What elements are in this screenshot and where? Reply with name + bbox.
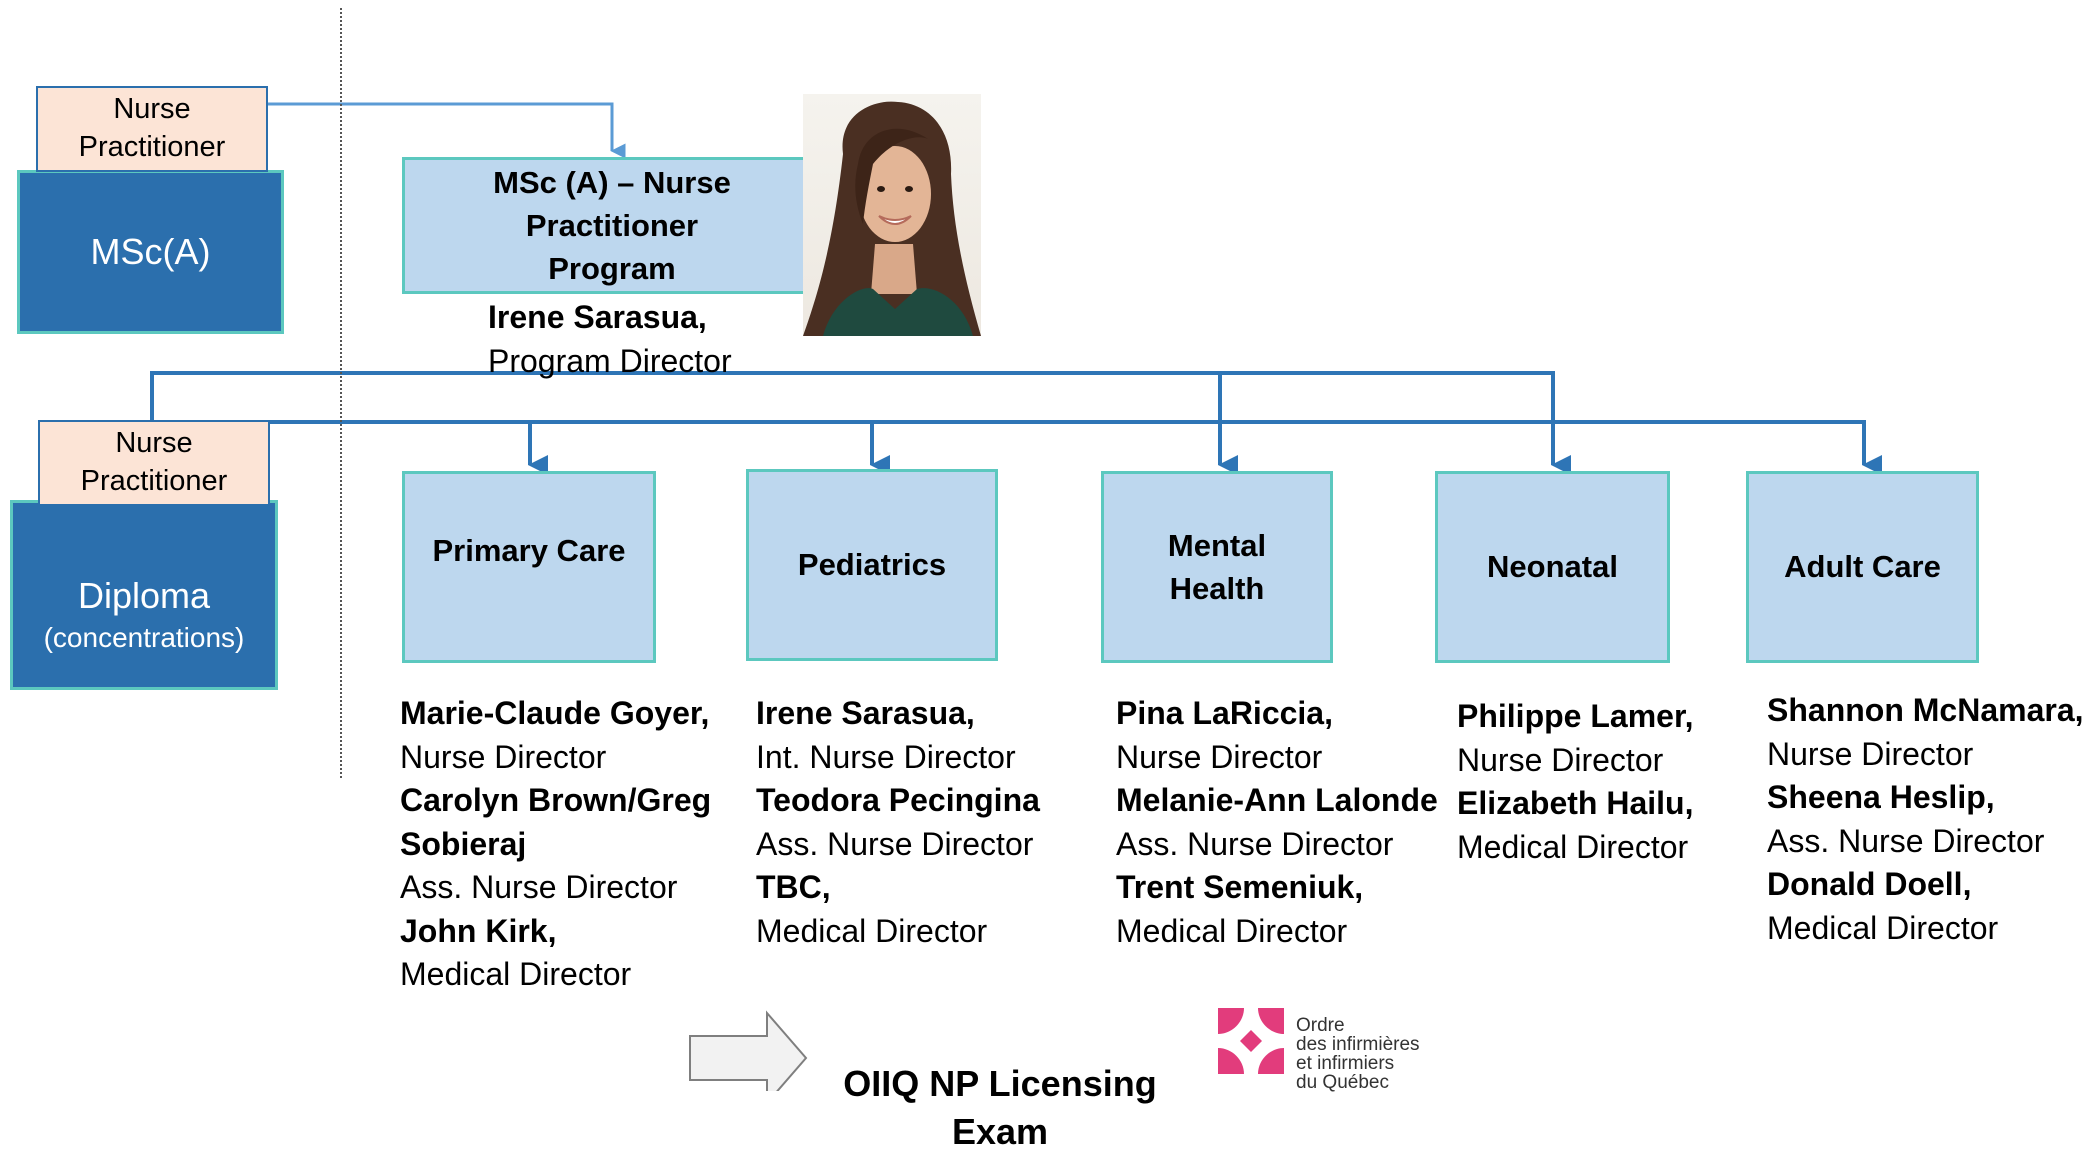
- concentration-label: Neonatal: [1487, 549, 1618, 585]
- msc-tab: Nurse Practitioner: [36, 86, 268, 172]
- staff-role: Nurse Director: [400, 738, 607, 775]
- staff-name: Irene Sarasua,: [756, 695, 975, 731]
- staff-role: Medical Director: [400, 956, 632, 992]
- diploma-box: Diploma (concentrations): [10, 500, 278, 690]
- staff-name: Pina LaRiccia,: [1116, 695, 1333, 731]
- staff-list-adult-care: Shannon McNamara, Nurse Director Sheena …: [1767, 689, 2084, 950]
- staff-role: Nurse Director: [1116, 738, 1323, 775]
- diploma-tab: Nurse Practitioner: [38, 420, 270, 506]
- staff-role: Medical Director: [1767, 909, 1999, 946]
- upper-bus-connector: [150, 371, 1555, 420]
- director-photo: [803, 94, 981, 336]
- diploma-box-label: Diploma: [77, 574, 211, 616]
- oiiq-logo: Ordre des infirmières et infirmiers du Q…: [1218, 1008, 1458, 1093]
- diploma-tab-label: Nurse Practitioner: [80, 427, 228, 497]
- staff-role: Nurse Director: [1767, 735, 1974, 772]
- staff-role: Ass. Nurse Director: [756, 825, 1034, 862]
- director-portrait-image: [803, 101, 981, 336]
- staff-name: Teodora Pecingina: [756, 782, 1040, 818]
- concentration-label: Primary Care: [432, 533, 626, 568]
- program-director-name: Irene Sarasua,: [488, 299, 707, 335]
- program-director: Irene Sarasua, Program Director: [488, 296, 732, 383]
- concentration-box-pediatrics: Pediatrics: [746, 469, 998, 661]
- staff-name: Trent Semeniuk,: [1116, 869, 1364, 905]
- concentration-box-neonatal: Neonatal: [1435, 471, 1670, 663]
- concentration-box-mental-health: Mental Health: [1101, 471, 1333, 663]
- staff-name: Shannon McNamara,: [1767, 692, 2084, 728]
- concentration-label: Pediatrics: [797, 547, 947, 583]
- concentration-label: Adult Care: [1784, 549, 1941, 585]
- staff-role: Int. Nurse Director: [756, 738, 1016, 775]
- msc-box-label: MSc(A): [90, 231, 211, 273]
- staff-name: John Kirk,: [400, 912, 557, 949]
- staff-list-neonatal: Philippe Lamer, Nurse Director Elizabeth…: [1457, 695, 1694, 869]
- staff-role: Ass. Nurse Director: [1767, 822, 2045, 859]
- staff-name: Elizabeth Hailu,: [1457, 785, 1694, 821]
- staff-role: Nurse Director: [1457, 741, 1664, 778]
- diploma-box-sublabel: (concentrations): [43, 621, 245, 653]
- staff-name: TBC,: [756, 869, 831, 905]
- oiiq-logo-mark-icon: [1218, 1008, 1284, 1074]
- staff-list-mental-health: Pina LaRiccia, Nurse Director Melanie-An…: [1116, 692, 1438, 953]
- staff-name: Marie-Claude Goyer,: [400, 695, 710, 731]
- divider-line: [340, 8, 342, 778]
- staff-list-pediatrics: Irene Sarasua, Int. Nurse Director Teodo…: [756, 692, 1040, 953]
- program-box: MSc (A) – Nurse Practitioner Program: [402, 157, 822, 294]
- msc-box: MSc(A): [17, 170, 284, 334]
- staff-name: Carolyn Brown/Greg: [400, 782, 712, 818]
- msc-to-program-connector: [268, 102, 626, 159]
- program-director-role: Program Director: [488, 342, 732, 379]
- lower-bus-connector: [268, 420, 1882, 475]
- exam-block-arrow: [689, 1010, 808, 1091]
- staff-role: Ass. Nurse Director: [400, 869, 678, 905]
- staff-role: Medical Director: [756, 912, 988, 949]
- staff-name: Melanie-Ann Lalonde: [1116, 782, 1438, 818]
- exam-label: OIIQ NP Licensing Exam: [820, 1012, 1180, 1156]
- staff-name: Sheena Heslip,: [1767, 779, 1995, 815]
- oiiq-org-name: Ordre des infirmières et infirmiers du Q…: [1296, 1015, 1420, 1093]
- staff-name: Philippe Lamer,: [1457, 698, 1694, 734]
- msc-tab-label: Nurse Practitioner: [78, 93, 226, 163]
- concentration-box-primary-care: Primary Care: [402, 471, 656, 663]
- staff-role: Medical Director: [1116, 912, 1348, 949]
- staff-role: Medical Director: [1457, 828, 1689, 865]
- staff-list-primary-care: Marie-Claude Goyer, Nurse Director Carol…: [400, 692, 711, 997]
- staff-role: Ass. Nurse Director: [1116, 825, 1394, 862]
- connector-lines: [150, 102, 1882, 1091]
- concentration-label: Mental Health: [1167, 528, 1267, 606]
- staff-name-continued: Sobieraj: [400, 825, 527, 862]
- exam-label-text: OIIQ NP Licensing Exam: [843, 1063, 1157, 1152]
- program-box-title: MSc (A) – Nurse Practitioner Program: [493, 165, 731, 286]
- staff-name: Donald Doell,: [1767, 866, 1972, 902]
- concentration-box-adult-care: Adult Care: [1746, 471, 1979, 663]
